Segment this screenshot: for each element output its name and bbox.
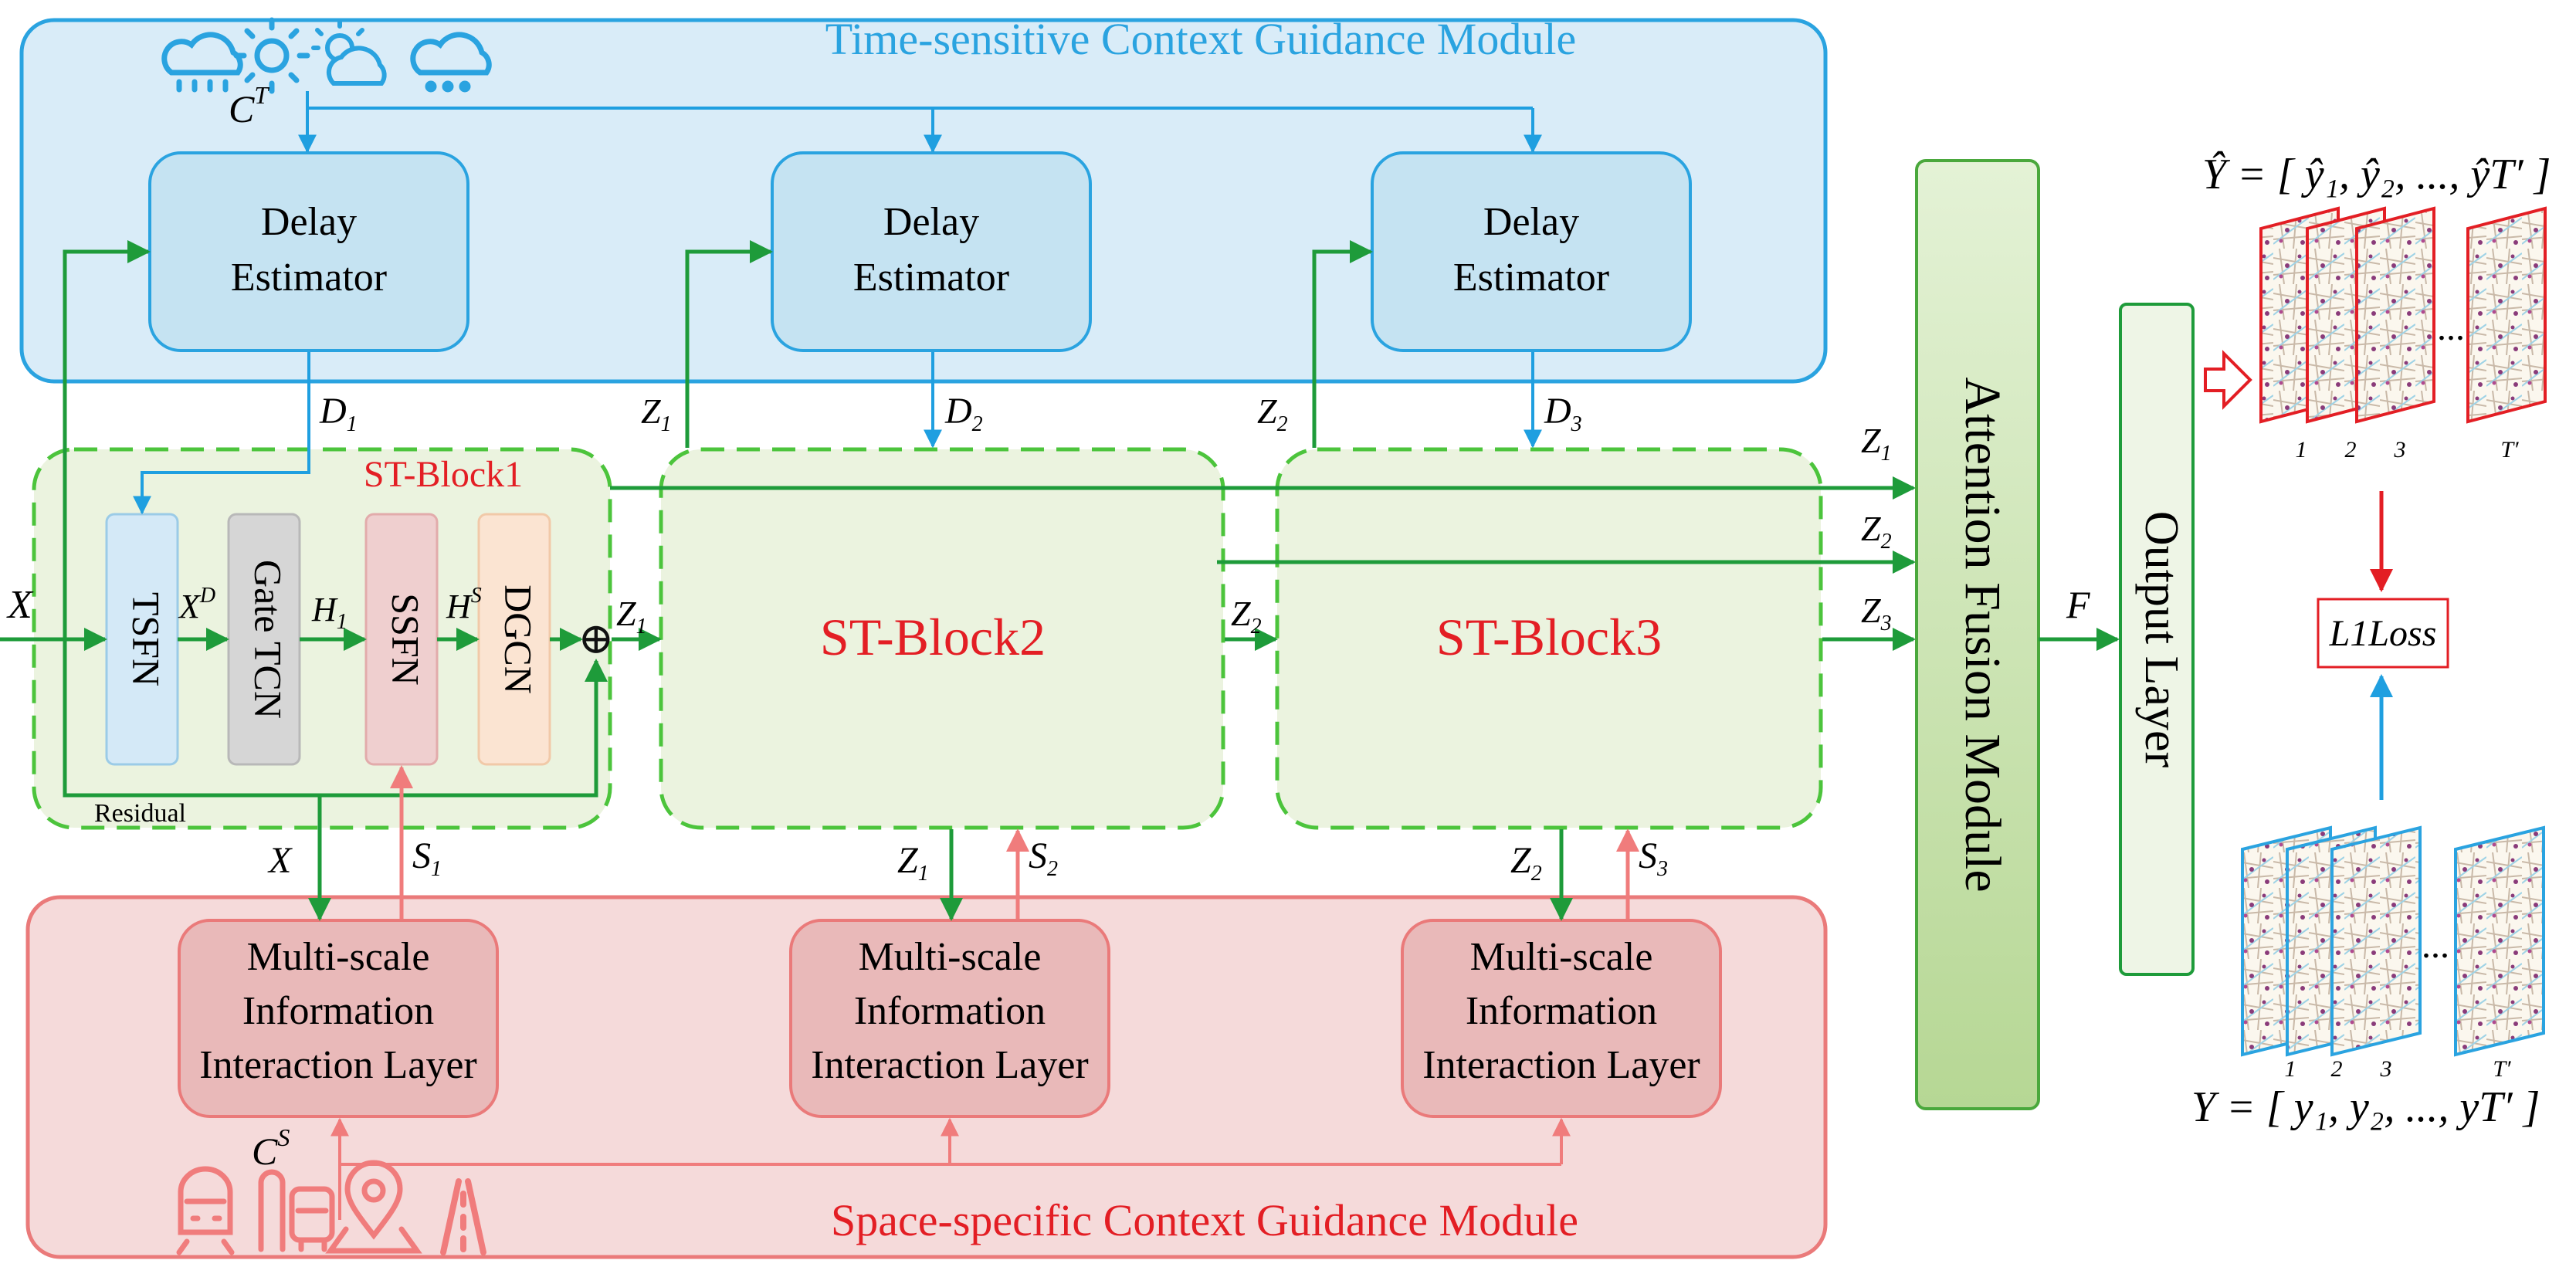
svg-text:1: 1 <box>2296 437 2307 462</box>
l1-loss-label: L1Loss <box>2329 613 2437 654</box>
svg-text:Multi-scale: Multi-scale <box>1470 935 1653 979</box>
residual-line <box>63 639 608 798</box>
z2-miil-label: Z2 <box>1510 840 1542 886</box>
z1-label-afm: Z1 <box>1861 421 1892 466</box>
ssfn-box: SSFN <box>364 513 439 766</box>
st-block-3-title: ST-Block3 <box>1436 608 1662 666</box>
hs-label: HS <box>446 584 482 625</box>
z3-label-afm: Z3 <box>1861 591 1892 635</box>
d1-label: D1 <box>319 391 358 436</box>
svg-text:1: 1 <box>2285 1056 2296 1082</box>
delay-estimator-3: Delay Estimator <box>1371 151 1692 352</box>
l1-loss-box <box>2317 598 2449 669</box>
svg-text:Delay: Delay <box>1483 200 1579 244</box>
sum-icon: ⊕ <box>578 615 615 663</box>
svg-text:Estimator: Estimator <box>1453 256 1609 300</box>
d1-arrow <box>133 352 310 515</box>
sun-cloud-icon <box>311 19 387 86</box>
z1-label-mid: Z1 <box>616 594 647 639</box>
svg-text:...: ... <box>2437 307 2465 348</box>
s3-label: S3 <box>1639 835 1668 881</box>
attention-fusion-title: Attention Fusion Module <box>1954 377 2011 892</box>
miil-1: Multi-scale Information Interaction Laye… <box>178 919 499 1118</box>
svg-text:Interaction Layer: Interaction Layer <box>811 1043 1088 1087</box>
z2-label-afm: Z2 <box>1861 509 1892 554</box>
delay-estimator-2: Delay Estimator <box>771 151 1092 352</box>
bus-icon <box>258 1169 335 1252</box>
f-label: F <box>2066 583 2090 626</box>
dgcn-box: DGCN <box>477 513 551 766</box>
prediction-equation: Ŷ = [ ŷ₁, ŷ₂, ..., ŷT′ ] <box>2202 151 2551 198</box>
ground-truth-equation: Y = [ y₁, y₂, ..., yT′ ] <box>2191 1083 2540 1131</box>
d2-label: D2 <box>944 391 983 436</box>
gate-tcn-box: Gate TCN <box>227 513 301 766</box>
st-block-3 <box>1275 447 1823 830</box>
s1-label: S1 <box>412 835 442 881</box>
svg-text:Estimator: Estimator <box>853 256 1009 300</box>
sun-icon <box>233 17 310 94</box>
svg-text:Multi-scale: Multi-scale <box>859 935 1042 979</box>
svg-text:Gate TCN: Gate TCN <box>247 560 290 719</box>
h1-label: H1 <box>311 591 347 634</box>
svg-text:Delay: Delay <box>261 200 357 244</box>
svg-text:3: 3 <box>2380 1056 2392 1082</box>
svg-text:Information: Information <box>242 989 434 1033</box>
attention-fusion-module <box>1915 159 2040 1110</box>
context-space-label: CS <box>252 1123 290 1173</box>
svg-text:Estimator: Estimator <box>231 256 387 300</box>
prediction-maps: ... 1 2 3 T′ <box>2259 206 2547 462</box>
svg-text:...: ... <box>2422 925 2449 966</box>
space-module-title: Space-specific Context Guidance Module <box>831 1195 1578 1245</box>
z2-to-de3 <box>1312 240 1373 448</box>
svg-text:2: 2 <box>2331 1056 2343 1082</box>
z1-to-de2 <box>685 240 773 448</box>
s2-label: S2 <box>1029 835 1058 881</box>
z1-miil-label: Z1 <box>897 840 929 886</box>
residual-label: Residual <box>94 799 186 828</box>
tsfn-box: TSFN <box>105 513 179 766</box>
svg-text:T′: T′ <box>2500 437 2519 462</box>
ground-truth-maps: ... 1 2 3 T′ <box>2241 825 2545 1082</box>
context-time-label: CT <box>229 81 269 130</box>
svg-text:Interaction Layer: Interaction Layer <box>199 1043 476 1087</box>
input-x-label: X <box>6 583 34 627</box>
svg-text:DGCN: DGCN <box>497 584 541 694</box>
svg-text:Multi-scale: Multi-scale <box>247 935 430 979</box>
svg-text:TSFN: TSFN <box>125 592 168 686</box>
x-to-de1-arrow <box>63 240 151 639</box>
output-layer <box>2119 303 2195 976</box>
delay-estimator-1: Delay Estimator <box>148 151 469 352</box>
snow-cloud-icon <box>410 32 492 93</box>
time-module-title: Time-sensitive Context Guidance Module <box>825 14 1576 64</box>
svg-text:Interaction Layer: Interaction Layer <box>1422 1043 1700 1087</box>
road-icon <box>440 1178 486 1255</box>
svg-text:Delay: Delay <box>883 200 979 244</box>
svg-text:SSFN: SSFN <box>385 593 428 686</box>
st-block-2-title: ST-Block2 <box>820 608 1046 666</box>
map-pin-icon <box>325 1160 422 1254</box>
svg-text:3: 3 <box>2394 437 2406 462</box>
miil-2: Multi-scale Information Interaction Laye… <box>789 919 1110 1118</box>
z2-label-mid: Z2 <box>1231 594 1262 639</box>
z2-label-top: Z2 <box>1257 391 1288 436</box>
xd-label: XD <box>178 584 215 625</box>
svg-text:Information: Information <box>1466 989 1657 1033</box>
miil-3: Multi-scale Information Interaction Laye… <box>1401 919 1722 1118</box>
output-arrow-icon <box>2204 350 2252 410</box>
svg-text:T′: T′ <box>2493 1056 2511 1082</box>
z1-label-top: Z1 <box>641 391 672 436</box>
train-icon <box>176 1166 235 1255</box>
output-layer-title: Output Layer <box>2135 511 2188 768</box>
d3-label: D3 <box>1544 391 1582 436</box>
svg-text:2: 2 <box>2345 437 2357 462</box>
svg-text:Information: Information <box>854 989 1046 1033</box>
x-miil-label: X <box>267 840 293 881</box>
st-block-1-title: ST-Block1 <box>364 454 523 495</box>
